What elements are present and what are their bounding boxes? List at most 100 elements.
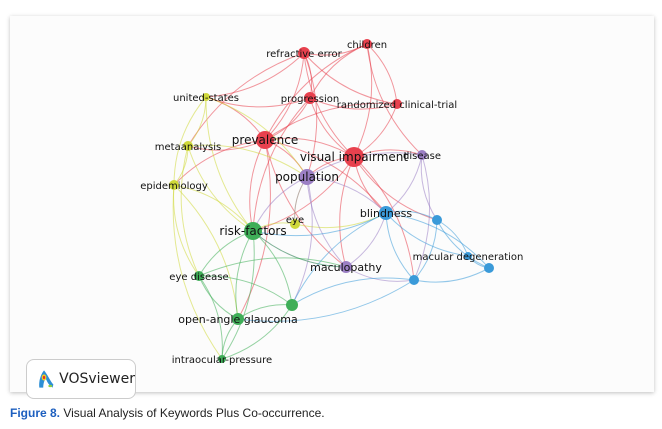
node-label: progression — [281, 94, 339, 105]
link-line — [303, 52, 398, 105]
link-line — [353, 156, 415, 281]
link-line — [187, 145, 254, 232]
keyword-node[interactable] — [392, 99, 402, 109]
keyword-node[interactable] — [299, 169, 315, 185]
keyword-node[interactable] — [194, 271, 204, 281]
link-line — [252, 97, 311, 232]
link-line — [252, 230, 293, 306]
keyword-node[interactable] — [218, 355, 226, 363]
link-line — [345, 266, 415, 282]
node-label: eye disease — [169, 272, 228, 283]
keyword-node[interactable] — [340, 261, 352, 273]
link-line — [252, 156, 355, 232]
link-line — [436, 219, 469, 257]
keyword-node[interactable] — [202, 93, 210, 101]
node-label: maculopathy — [310, 261, 382, 274]
caption-text: Visual Analysis of Keywords Plus Co-occu… — [60, 406, 325, 420]
node-label: children — [347, 40, 387, 51]
keyword-node[interactable] — [464, 252, 472, 260]
link-line — [198, 275, 223, 360]
link-line — [303, 52, 355, 158]
node-label: metaanalysis — [155, 142, 221, 153]
node-label: united-states — [173, 93, 239, 104]
keyword-node[interactable] — [379, 206, 393, 220]
node-label: risk-factors — [219, 224, 286, 238]
node-label: refractive error — [266, 49, 342, 60]
link-line — [366, 43, 398, 105]
link-line — [353, 156, 438, 221]
node-label: prevalence — [232, 133, 298, 147]
link-line — [221, 304, 293, 360]
link-line — [436, 219, 490, 269]
link-line — [306, 176, 387, 214]
link-line — [413, 219, 438, 281]
vosviewer-logo-icon — [39, 370, 54, 388]
node-label: open-angle glaucoma — [178, 313, 297, 326]
link-line — [264, 102, 398, 141]
link-line — [198, 275, 293, 306]
keyword-node[interactable] — [244, 222, 262, 240]
link-line — [187, 96, 207, 147]
keyword-network: children refractive error progressionrando… — [140, 39, 523, 366]
keyword-node[interactable] — [344, 147, 364, 167]
link-line — [205, 96, 254, 232]
keyword-node[interactable] — [286, 299, 298, 311]
keyword-node[interactable] — [417, 150, 427, 160]
links — [172, 43, 490, 360]
logo-text: VOSviewer — [59, 371, 135, 387]
nodes: children refractive error progressionrando… — [140, 39, 523, 366]
keyword-node[interactable] — [298, 47, 310, 59]
link-line — [366, 43, 423, 156]
link-line — [339, 156, 355, 268]
keyword-node[interactable] — [362, 39, 372, 49]
link-line — [252, 230, 347, 268]
figure-caption: Figure 8. Visual Analysis of Keywords Pl… — [10, 406, 325, 420]
link-line — [353, 43, 373, 158]
link-line — [173, 96, 207, 186]
link-line — [205, 52, 305, 98]
link-line — [306, 176, 347, 268]
link-line — [173, 184, 239, 320]
link-line — [198, 257, 347, 277]
link-line — [237, 279, 415, 322]
link-line — [413, 154, 431, 281]
link-line — [237, 139, 271, 320]
link-line — [420, 154, 438, 221]
link-line — [205, 96, 308, 178]
keyword-node[interactable] — [484, 263, 494, 273]
node-label: visual impairment — [300, 150, 409, 164]
link-line — [413, 267, 490, 283]
link-line — [291, 212, 387, 306]
link-line — [291, 277, 415, 306]
node-label: intraocular-pressure — [172, 355, 272, 366]
keyword-node[interactable] — [183, 141, 193, 151]
node-label: randomized clinical-trial — [337, 100, 457, 111]
link-line — [249, 139, 266, 232]
link-line — [291, 176, 313, 306]
keyword-node[interactable] — [290, 219, 300, 229]
node-label: epidemiology — [140, 181, 208, 192]
caption-label: Figure 8. — [10, 406, 61, 420]
link-line — [221, 230, 255, 360]
node-label: population — [275, 170, 339, 184]
keyword-node[interactable] — [169, 180, 179, 190]
link-line — [180, 145, 200, 277]
keyword-node[interactable] — [232, 313, 244, 325]
link-line — [187, 144, 308, 178]
node-label: disease — [403, 151, 441, 162]
link-line — [264, 52, 305, 141]
link-line — [264, 43, 368, 141]
node-label: macular degeneration — [413, 252, 524, 263]
link-line — [172, 184, 223, 360]
link-line — [385, 212, 490, 269]
link-line — [309, 97, 398, 110]
link-line — [235, 230, 254, 320]
keyword-node[interactable] — [432, 215, 442, 225]
keyword-node[interactable] — [304, 92, 316, 104]
vosviewer-logo: VOSviewer — [26, 359, 136, 399]
keyword-node[interactable] — [256, 131, 274, 149]
node-label: blindness — [360, 207, 413, 220]
keyword-node[interactable] — [409, 275, 419, 285]
link-line — [173, 184, 254, 232]
